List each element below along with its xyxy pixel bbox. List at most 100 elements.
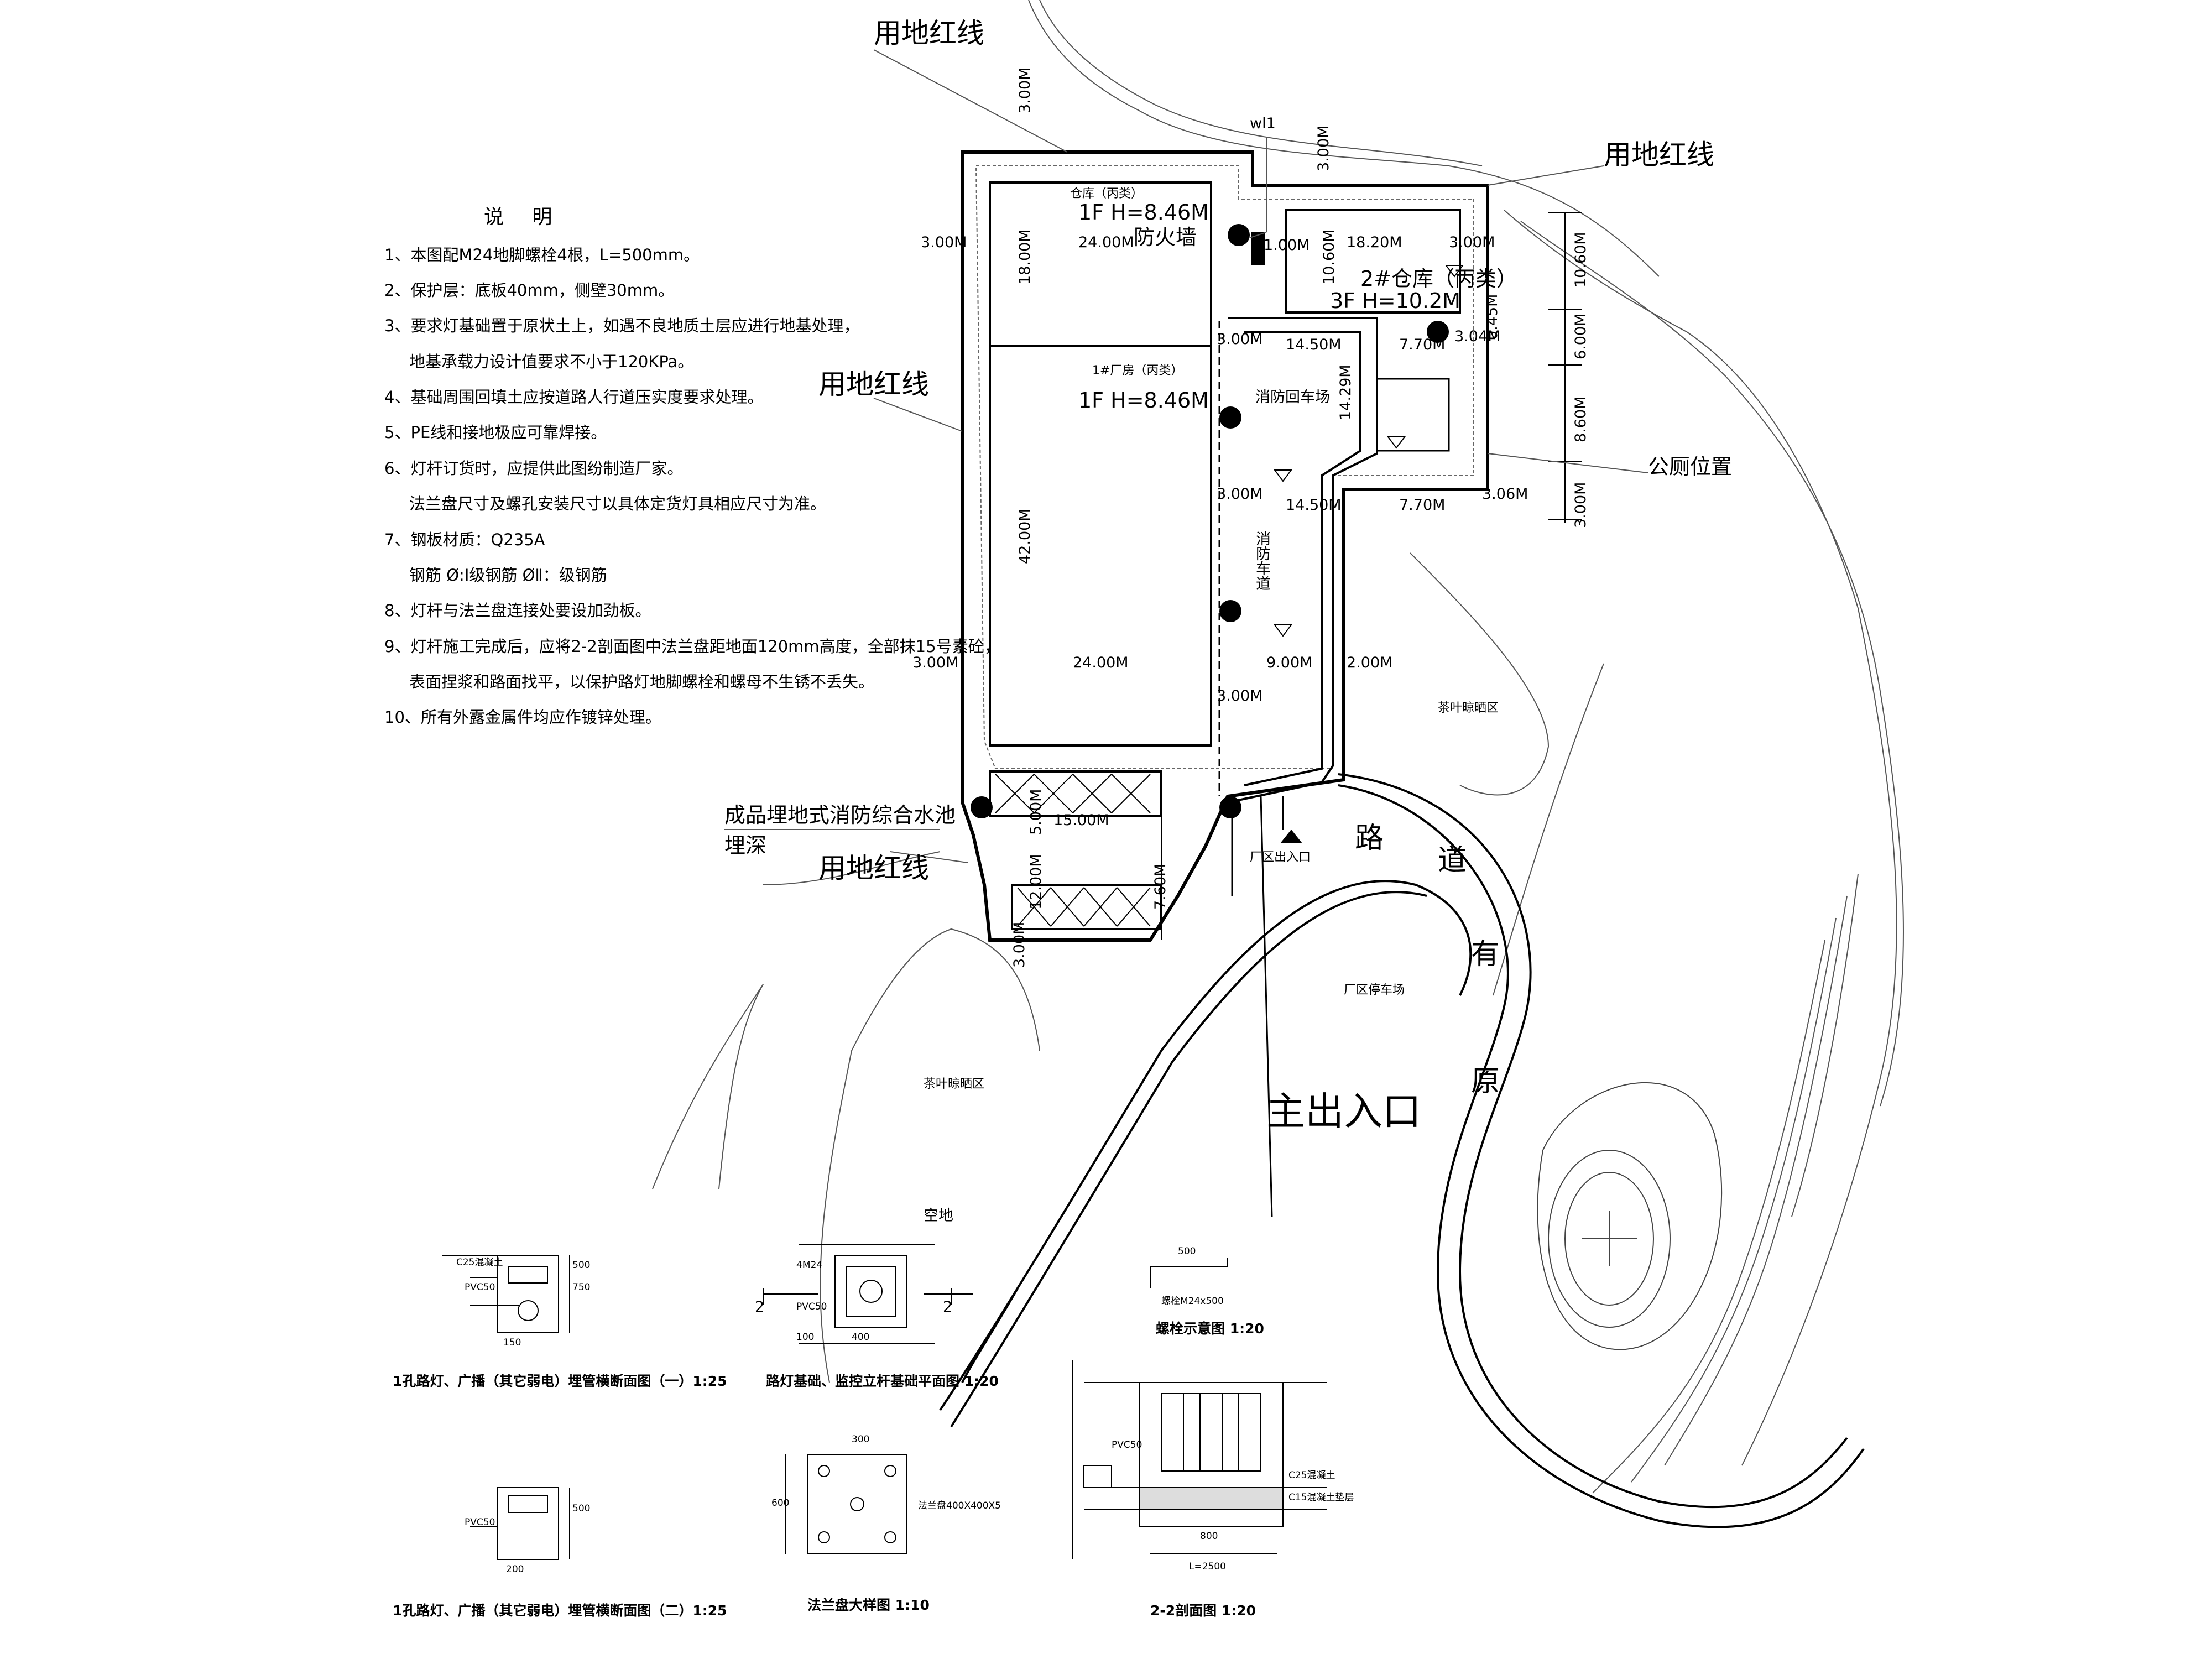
note-6a: 6、灯杆订货时，应提供此图纷制造厂家。 (384, 459, 684, 478)
note-2: 2、保护层：底板40mm，侧壁30mm。 (384, 281, 675, 300)
detail-caption-5: 螺栓示意图 1:20 (1156, 1321, 1264, 1337)
factory-gate-label: 厂区出入口 (1250, 851, 1311, 864)
site-boundary (961, 150, 1489, 942)
note-9a: 9、灯杆施工完成后，应将2-2剖面图中法兰盘距地面120mm高度，全部抹15号素… (384, 637, 1000, 656)
note-4: 4、基础周围回填土应按道路人行道压实度要求处理。 (384, 388, 764, 406)
dim-2-00: 2.00M (1347, 654, 1393, 671)
dim-7-60: 7.60M (1152, 863, 1169, 910)
detail1-500: 500 (572, 1260, 591, 1271)
dim-10-60-inner: 10.60M (1321, 229, 1338, 285)
dim-3-04: 3.04M (1454, 328, 1501, 345)
dimension-lines (1161, 212, 1582, 940)
fire-yard-label: 消防回车场 (1255, 389, 1330, 406)
dim-14-29: 14.29M (1337, 364, 1354, 420)
factory-parking-label: 厂区停车场 (1344, 983, 1405, 997)
dim-3-00-wl: 3.00M (1315, 125, 1332, 171)
detail1-750: 750 (572, 1282, 591, 1293)
dim-3-00-bottom: 3.00M (1011, 921, 1028, 968)
detail2-500: 500 (572, 1503, 591, 1514)
dim-3-06: 3.06M (1482, 486, 1528, 503)
wl1-label: wl1 (1250, 115, 1276, 132)
factory1-outline (989, 345, 1212, 747)
detail3-100: 100 (796, 1332, 815, 1343)
warehouse1-name: 仓库（丙类） (1070, 187, 1144, 201)
public-toilet-outline (1376, 378, 1450, 452)
detail4-600: 600 (771, 1498, 790, 1509)
tank-boxes (989, 770, 1162, 930)
road-char-4: 原 (1471, 1065, 1500, 1098)
red-line-label-top: 用地红线 (874, 17, 984, 49)
light-poles (971, 224, 1449, 818)
note-10: 10、所有外露金属件均应作镀锌处理。 (384, 708, 661, 727)
note-7a: 7、钢板材质：Q235A (384, 530, 545, 549)
dim-8-60: 8.60M (1572, 396, 1589, 442)
detail-caption-3: 路灯基础、监控立杆基础平面图 1:20 (766, 1373, 999, 1389)
detail3-sec-left: 2 (755, 1298, 765, 1316)
dim-12-00: 12.00M (1027, 854, 1045, 910)
public-toilet-label: 公厕位置 (1648, 455, 1733, 479)
bury-depth-label: 埋深 (724, 833, 767, 858)
dim-3-00-mid3: 3.00M (1217, 687, 1263, 705)
detail-caption-6: 2-2剖面图 1:20 (1150, 1603, 1256, 1619)
dim-15-00: 15.00M (1053, 812, 1109, 829)
factory1-name: 1#厂房（丙类） (1092, 364, 1183, 378)
firewall-mark (1251, 232, 1265, 265)
detail-caption-4: 法兰盘大样图 1:10 (807, 1597, 930, 1613)
dim-14-50-a: 14.50M (1286, 336, 1342, 353)
detail1-pvc50: PVC50 (465, 1282, 495, 1293)
fire-lane-lines (1228, 317, 1378, 803)
dim-14-50-b: 14.50M (1286, 497, 1342, 514)
note-8: 8、灯杆与法兰盘连接处要设加劲板。 (384, 601, 651, 620)
mound (1537, 1082, 1723, 1350)
dim-9-00: 9.00M (1266, 654, 1313, 671)
detail3-pvc50: PVC50 (796, 1301, 827, 1312)
detail5-bolt: 螺栓M24x500 (1161, 1296, 1224, 1307)
note-6b: 法兰盘尺寸及螺孔安装尺寸以具体定货灯具相应尺寸为准。 (409, 494, 827, 513)
road-outline (939, 773, 1865, 1528)
dim-3-00-mid2: 3.00M (1217, 486, 1263, 503)
dim-3-00-left-bottom: 3.00M (912, 654, 959, 671)
detail3-400: 400 (852, 1332, 870, 1343)
detail-caption-1: 1孔路灯、广播（其它弱电）埋管横断面图（一）1:25 (393, 1373, 727, 1389)
dim-5-00: 5.00M (1027, 789, 1045, 835)
detail6-800: 800 (1200, 1531, 1218, 1542)
dim-3-00-left-top: 3.00M (921, 234, 967, 251)
dim-18-00: 18.00M (1016, 229, 1034, 285)
main-entrance-label: 主出入口 (1266, 1089, 1421, 1134)
detail2-200: 200 (506, 1564, 524, 1575)
road-char-3: 有 (1471, 938, 1500, 971)
dim-24-00-top: 24.00M (1078, 234, 1134, 251)
red-line-label-right: 用地红线 (1604, 139, 1714, 171)
detail3-sec-right: 2 (943, 1298, 953, 1316)
note-1: 1、本图配M24地脚螺栓4根，L=500mm。 (384, 246, 700, 264)
detail6-l2500: L=2500 (1189, 1561, 1226, 1572)
red-line-label-bottom: 用地红线 (818, 852, 929, 884)
road-char-1: 路 (1355, 822, 1384, 855)
dim-1-00: 1.00M (1264, 237, 1310, 254)
detail5-500: 500 (1178, 1246, 1196, 1257)
detail4-300: 300 (852, 1434, 870, 1445)
detail2-pvc50: PVC50 (465, 1517, 495, 1528)
detail4-flange: 法兰盘400X400X5 (918, 1500, 1001, 1511)
warehouse2-floors: 3F H=10.2M (1330, 289, 1460, 313)
warehouse1-floors: 1F H=8.46M (1078, 200, 1209, 225)
tea-area-label-1: 茶叶晾晒区 (1438, 701, 1499, 715)
note-7b: 钢筋 Ø:Ⅰ级钢筋 ØⅡ：级钢筋 (409, 566, 607, 585)
note-3a: 3、要求灯基础置于原状土上，如遇不良地质土层应进行地基处理， (384, 316, 860, 335)
detail3-m24: 4M24 (796, 1260, 823, 1271)
dim-3-00-mid1: 3.00M (1217, 331, 1263, 348)
notes-title: 说 明 (484, 206, 564, 228)
warehouse2-name: 2#仓库（丙类） (1360, 267, 1518, 291)
warehouse2-outline (1285, 209, 1461, 314)
note-9b: 表面捏浆和路面找平，以保护路灯地脚螺栓和螺母不生锈不丢失。 (409, 672, 875, 691)
dim-3-00-top-right: 3.00M (1449, 234, 1495, 251)
red-line-label-left: 用地红线 (818, 368, 929, 400)
tank-label: 成品埋地式消防综合水池 (724, 803, 956, 827)
dim-42-00: 42.00M (1016, 508, 1034, 564)
tea-area-label-2: 茶叶晾晒区 (924, 1077, 985, 1091)
detail1-c25: C25混凝土 (456, 1257, 503, 1268)
elevation-markers (1274, 265, 1464, 637)
fire-lane-label: 消防车道 (1253, 531, 1270, 591)
detail1-150: 150 (503, 1337, 521, 1348)
